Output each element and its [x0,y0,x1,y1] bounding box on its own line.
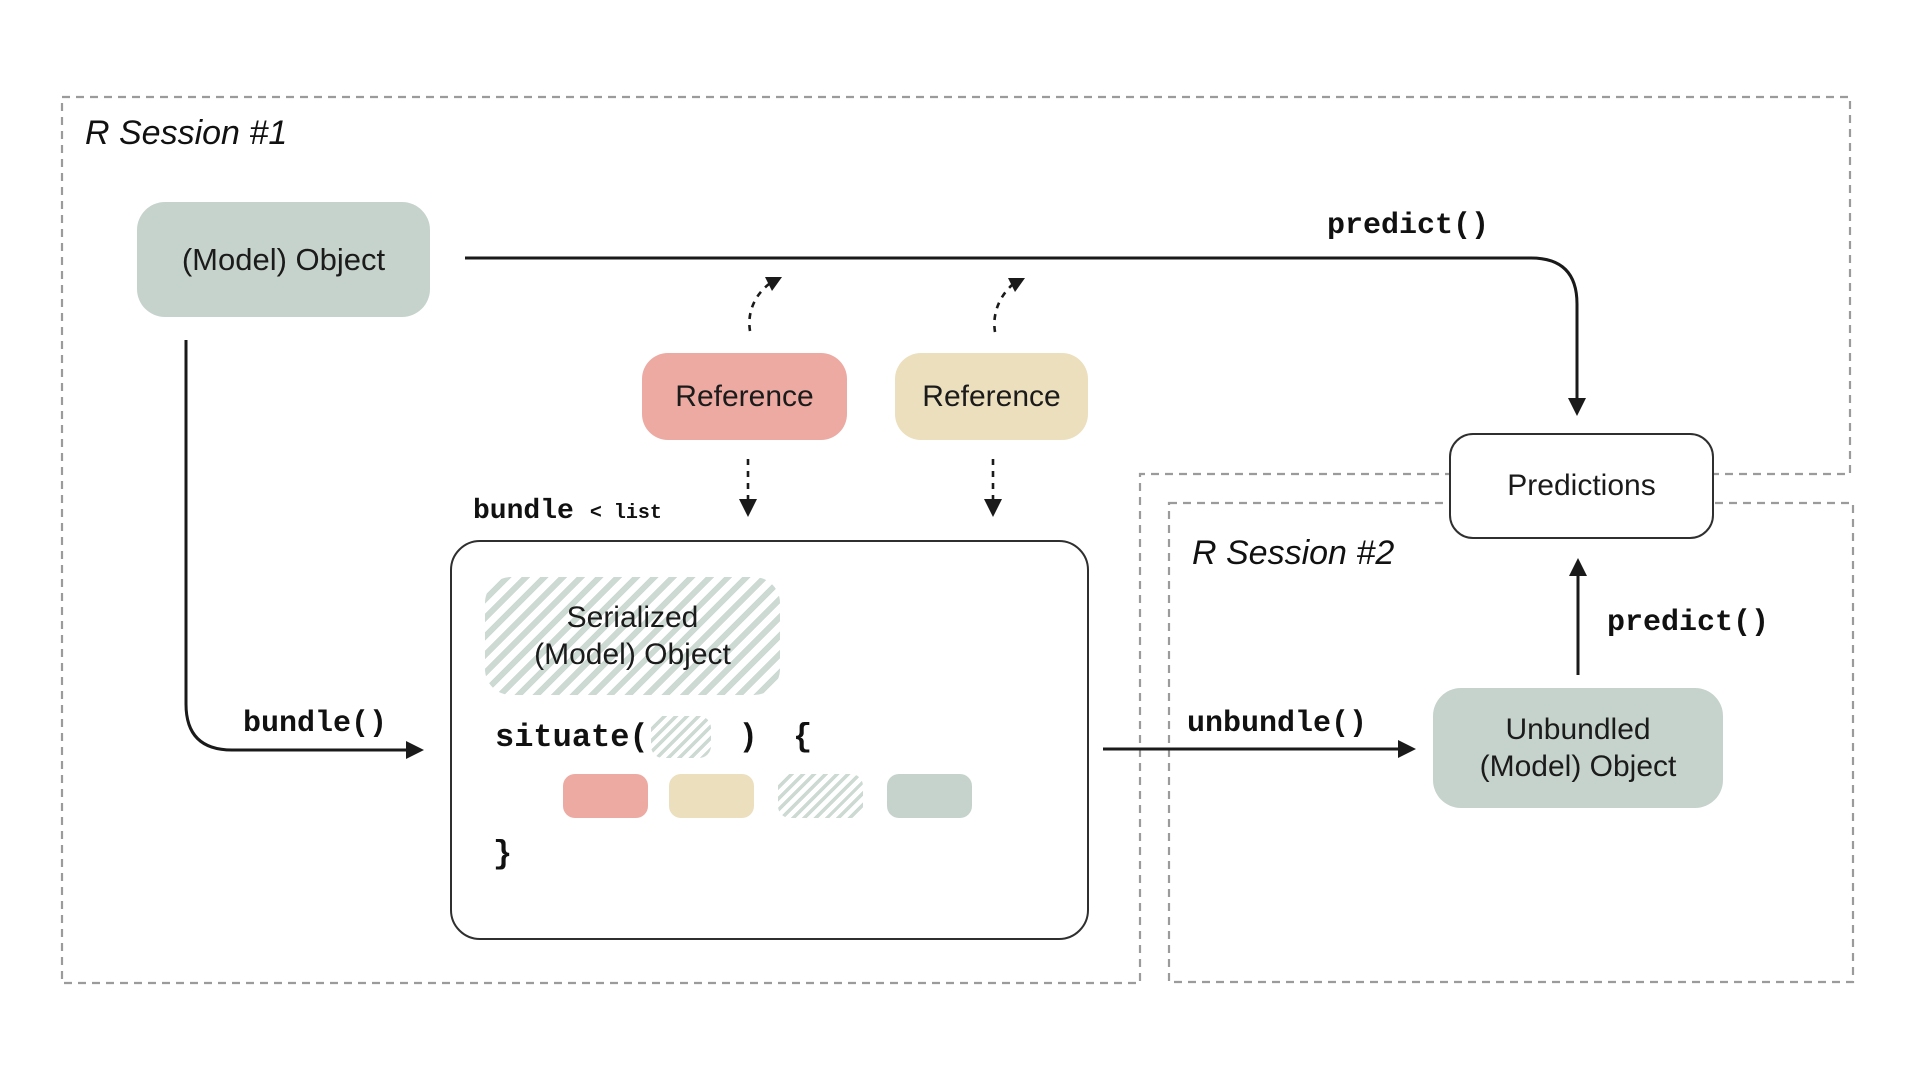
model-object-node: (Model) Object [137,202,430,317]
serialized-label-line2: (Model) Object [534,638,731,671]
reference-tan-down-arrowhead-icon [984,499,1002,517]
predict-right-label: predict() [1607,606,1770,640]
close-brace-code: } [493,836,513,873]
predictions-node: Predictions [1449,433,1714,539]
reference-tan-label: Reference [922,379,1061,413]
situate-code-row: situate( ) { [495,714,812,760]
bundle-class-name: bundle [473,496,574,527]
reference-red-label: Reference [675,379,814,413]
situate-open-code: situate( [495,718,649,756]
reference-red-up-arrow [748,282,770,332]
serialized-chip-small [650,716,711,758]
predict-top-label: predict() [1327,209,1490,243]
bundle-flow-connector [184,340,408,752]
predict-flow-arrowhead-icon [1568,398,1586,416]
predict-flow-connector [465,256,1579,400]
predict-up-arrowhead-icon [1569,558,1587,576]
reference-tan-up-arrowhead-icon [1008,278,1025,292]
session2-label: R Session #2 [1192,534,1395,572]
unbundle-fn-label: unbundle() [1187,707,1368,741]
chip-green [887,774,972,818]
session1-label: R Session #1 [85,114,288,152]
serialized-model-object-node: Serialized (Model) Object [485,577,780,695]
reference-red-down-arrowhead-icon [739,499,757,517]
reference-red-node: Reference [642,353,847,440]
bundle-class-parent: < list [589,502,662,525]
chip-red [563,774,648,818]
situate-close-code: ) { [738,718,813,756]
chip-tan [669,774,754,818]
unbundled-label-line2: (Model) Object [1479,750,1677,783]
unbundled-label-line1: Unbundled [1505,713,1651,746]
serialized-label-line1: Serialized [566,601,699,634]
reference-tan-up-arrow [993,284,1013,333]
bundle-class-label: bundle < list [473,496,662,527]
chip-striped [778,774,863,818]
unbundled-model-object-node: Unbundled (Model) Object [1433,688,1723,808]
bundle-fn-label: bundle() [243,707,388,741]
reference-red-up-arrowhead-icon [765,277,782,291]
model-object-label: (Model) Object [181,241,386,277]
session1-dashed-border [60,95,1852,985]
bundle-flow-arrowhead-icon [406,741,424,759]
reference-tan-node: Reference [895,353,1088,440]
predictions-label: Predictions [1507,469,1656,502]
unbundle-flow-arrowhead-icon [1398,740,1416,758]
